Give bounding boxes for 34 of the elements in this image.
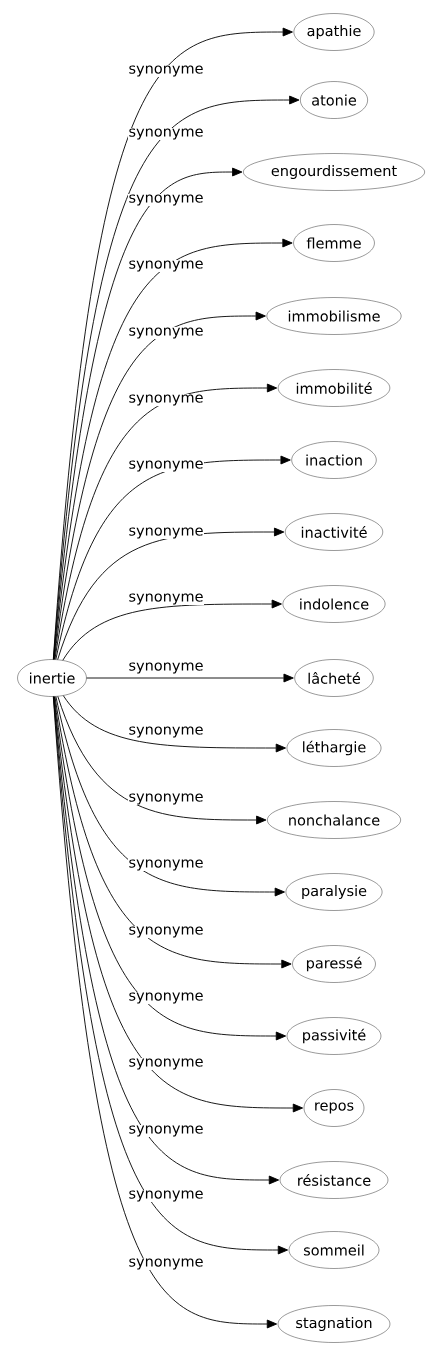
edge-label: synonyme xyxy=(128,526,204,540)
edge-label: synonyme xyxy=(128,1124,204,1138)
edge-label: synonyme xyxy=(128,326,204,340)
arrow xyxy=(62,599,282,661)
edge-label: synonyme xyxy=(128,725,204,739)
arrow xyxy=(54,696,292,969)
arrow xyxy=(52,696,278,1329)
edge-label: synonyme xyxy=(128,661,204,675)
edge-label: synonyme xyxy=(128,393,204,407)
edge-label: synonyme xyxy=(128,193,204,207)
arrow xyxy=(62,695,286,753)
arrow xyxy=(86,673,294,683)
arrow xyxy=(53,238,293,660)
edge-label: synonyme xyxy=(128,127,204,141)
edge-label: synonyme xyxy=(128,858,204,872)
edge-label: synonyme xyxy=(128,259,204,273)
edge-label: synonyme xyxy=(128,459,204,473)
edge-label: synonyme xyxy=(128,1057,204,1071)
arrow xyxy=(57,696,267,825)
arrow xyxy=(53,311,266,660)
edge-label: synonyme xyxy=(128,592,204,606)
arrow xyxy=(53,696,280,1185)
arrow xyxy=(55,455,291,660)
edge-label: synonyme xyxy=(128,64,204,78)
arrow xyxy=(53,696,304,1113)
arrow xyxy=(54,383,278,660)
edge-label: synonyme xyxy=(128,1257,204,1271)
edge-label: synonyme xyxy=(128,991,204,1005)
arrow xyxy=(53,167,243,660)
arrow xyxy=(55,696,285,897)
edge-label: synonyme xyxy=(128,1189,204,1203)
arrow xyxy=(57,527,285,661)
edge-label: synonyme xyxy=(128,792,204,806)
edge-label: synonyme xyxy=(128,925,204,939)
